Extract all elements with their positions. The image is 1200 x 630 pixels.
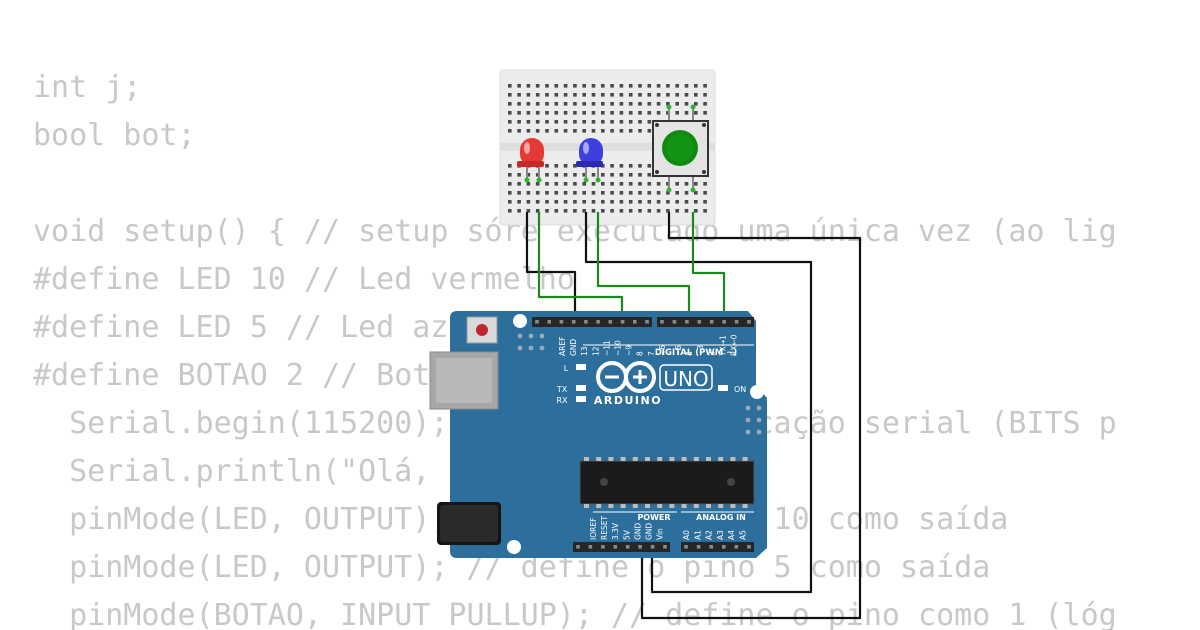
tx-label: TX — [556, 385, 568, 394]
wire-black-led-blue-gnd — [584, 212, 813, 594]
led-blue[interactable] — [576, 138, 603, 182]
digital-pin-label: ~10 — [614, 340, 623, 356]
code-line: bool bot; — [33, 118, 196, 153]
analog-pin-label: A2 — [705, 530, 714, 540]
wire-black-button-gnd — [640, 212, 862, 620]
tx-led — [576, 385, 586, 391]
digital-pin-label: GND — [569, 339, 578, 356]
microcontroller-chip — [579, 457, 755, 508]
analog-pin-label: A4 — [727, 530, 736, 540]
digital-pin-label: ~3 — [696, 345, 705, 356]
code-line: pinMode(LED, OUTPUT); // define o pino 5… — [33, 550, 991, 585]
analog-pin-label: A1 — [693, 530, 702, 540]
on-led — [718, 385, 728, 391]
wire-green-button-pin2 — [691, 212, 726, 322]
digital-header-right — [657, 317, 754, 327]
wire-green-led-red-pin10 — [537, 212, 624, 322]
l-led — [576, 364, 586, 370]
l-label: L — [564, 364, 569, 373]
header-pins — [535, 320, 751, 549]
code-line: pinMode(BOTAO, INPUT_PULLUP); // define … — [33, 598, 1117, 630]
rx-led — [576, 396, 586, 402]
code-line: int j; — [33, 70, 142, 105]
analog-pin-label: A3 — [716, 530, 725, 540]
power-header — [573, 542, 670, 552]
digital-pin-label: 12 — [591, 346, 600, 356]
digital-pin-label: 7 — [647, 351, 656, 356]
digital-pin-label: ~11 — [602, 340, 611, 356]
push-button[interactable] — [652, 104, 709, 193]
digital-header-left — [532, 317, 652, 327]
digital-pin-label: AREF — [558, 337, 567, 356]
power-pin-label: GND — [645, 523, 654, 540]
on-label: ON — [734, 385, 746, 394]
digital-pin-label: 4 — [685, 351, 694, 356]
digital-pin-label: ~6 — [658, 345, 667, 356]
digital-pin-label: TX→1 — [718, 335, 727, 357]
wire-black-led-red-gnd — [525, 212, 577, 322]
code-line: #define LED 5 // Led azul — [33, 310, 485, 345]
code-line: #define LED 10 // Led vermelho — [33, 262, 575, 297]
digital-pin-label: 13 — [580, 346, 589, 356]
wires — [525, 212, 862, 620]
analog-pin-label: A5 — [739, 530, 748, 540]
power-pin-label: RESET — [600, 516, 609, 540]
digital-pin-label: 2 — [707, 351, 716, 356]
analog-pin-label: A0 — [682, 530, 691, 540]
led-leg-dots — [524, 177, 601, 183]
power-pin-label: 3.3V — [611, 522, 620, 540]
model-label: UNO — [663, 367, 708, 391]
digital-pin-label: ~5 — [674, 345, 683, 356]
brand-label: ARDUINO — [594, 394, 662, 407]
breadboard — [499, 69, 716, 226]
digital-pin-label: 8 — [636, 351, 645, 356]
digital-label: DIGITAL (PWM ~) — [655, 348, 737, 358]
rx-label: RX — [556, 396, 568, 405]
power-pin-label: GND — [633, 523, 642, 540]
arduino-logo-icon — [596, 361, 656, 393]
power-pin-label: IOREF — [589, 518, 598, 540]
analog-label: ANALOG IN — [696, 513, 746, 522]
digital-pin-label: ~9 — [625, 345, 634, 356]
power-label: POWER — [637, 513, 670, 522]
wire-green-led-blue-pin5 — [596, 212, 691, 322]
power-pin-label: 5V — [622, 529, 631, 540]
analog-header — [681, 542, 754, 552]
power-pin-label: Vin — [656, 528, 665, 540]
